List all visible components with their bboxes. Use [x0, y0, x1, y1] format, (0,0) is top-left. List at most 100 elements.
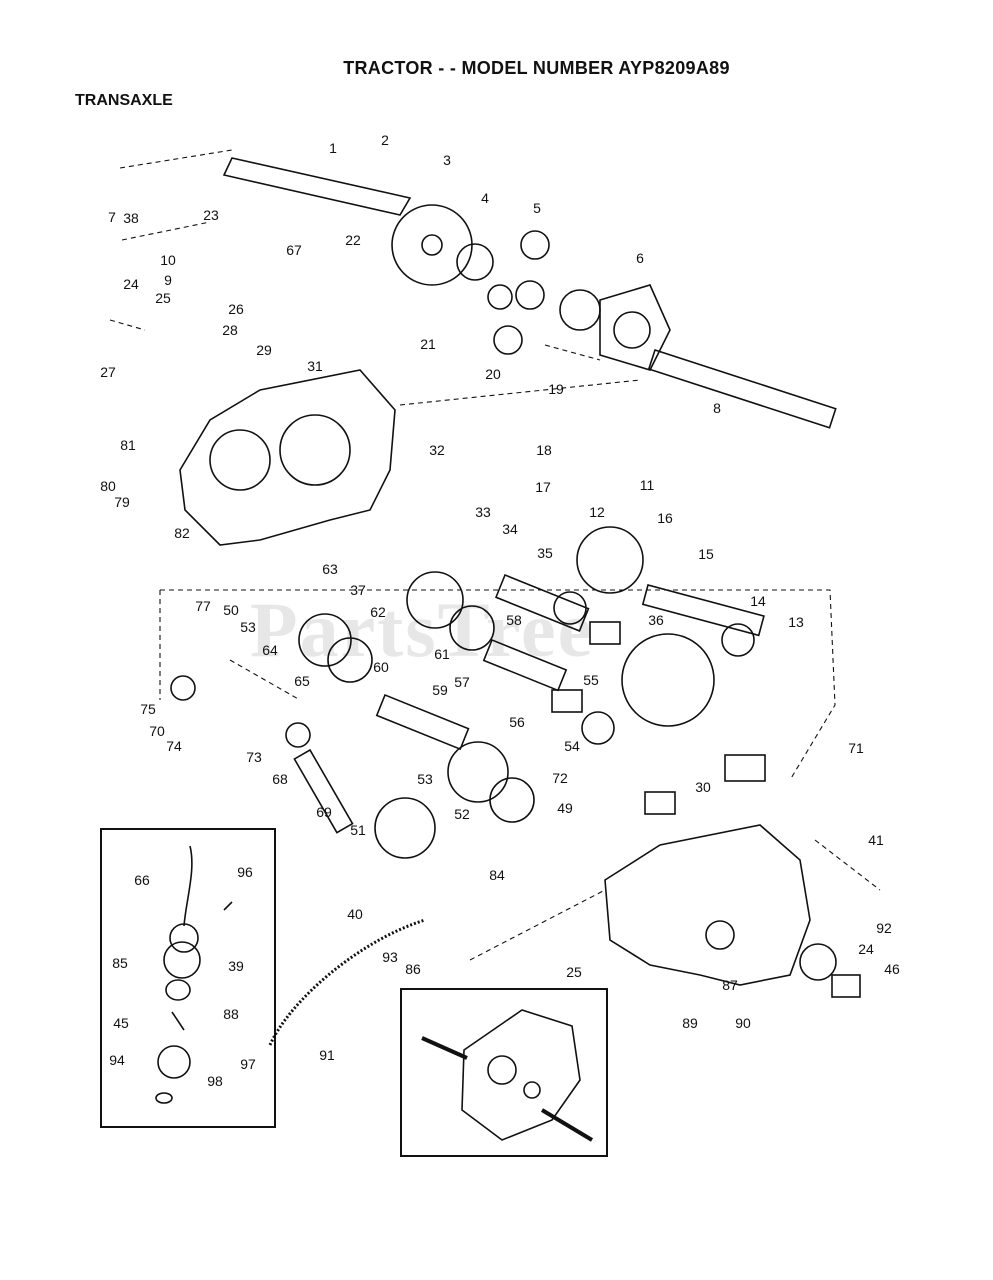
part-callout: 39 — [228, 958, 244, 974]
part-callout: 85 — [112, 955, 128, 971]
part-callout: 58 — [506, 612, 522, 628]
gear-part — [520, 230, 550, 260]
bushing-part — [551, 689, 583, 713]
part-callout: 53 — [417, 771, 433, 787]
part-callout: 25 — [566, 964, 582, 980]
part-callout: 73 — [246, 749, 262, 765]
shaft-part — [647, 348, 837, 429]
part-callout: 15 — [698, 546, 714, 562]
housing-part — [179, 369, 396, 546]
gear-part — [559, 289, 601, 331]
part-callout: 18 — [536, 442, 552, 458]
part-callout: 50 — [223, 602, 239, 618]
part-callout: 57 — [454, 674, 470, 690]
part-callout: 1 — [329, 140, 337, 156]
part-callout: 74 — [166, 738, 182, 754]
part-callout: 8 — [713, 400, 721, 416]
part-callout: 24 — [123, 276, 139, 292]
disc-part — [327, 637, 373, 683]
part-callout: 12 — [589, 504, 605, 520]
part-callout: 67 — [286, 242, 302, 258]
housing-part — [604, 824, 811, 986]
part-callout: 4 — [481, 190, 489, 206]
part-callout: 94 — [109, 1052, 125, 1068]
part-callout: 71 — [848, 740, 864, 756]
part-callout: 14 — [750, 593, 766, 609]
part-callout: 79 — [114, 494, 130, 510]
part-callout: 77 — [195, 598, 211, 614]
part-callout: 60 — [373, 659, 389, 675]
part-callout: 66 — [134, 872, 150, 888]
part-callout: 84 — [489, 867, 505, 883]
part-callout: 98 — [207, 1073, 223, 1089]
part-callout: 92 — [876, 920, 892, 936]
part-callout: 97 — [240, 1056, 256, 1072]
part-callout: 7 — [108, 209, 116, 225]
part-callout: 68 — [272, 771, 288, 787]
bearing-part — [613, 311, 651, 349]
gear-part — [447, 741, 509, 803]
part-callout: 29 — [256, 342, 272, 358]
part-callout: 52 — [454, 806, 470, 822]
part-callout: 21 — [420, 336, 436, 352]
gear-part — [621, 633, 715, 727]
part-callout: 28 — [222, 322, 238, 338]
shaft-part — [641, 584, 765, 637]
part-callout: 46 — [884, 961, 900, 977]
disc-part — [298, 613, 352, 667]
part-callout: 34 — [502, 521, 518, 537]
section-heading: TRANSAXLE — [75, 92, 173, 109]
shaft-part — [494, 573, 590, 633]
part-callout: 75 — [140, 701, 156, 717]
part-callout: 61 — [434, 646, 450, 662]
part-callout: 36 — [648, 612, 664, 628]
part-callout: 38 — [123, 210, 139, 226]
part-callout: 72 — [552, 770, 568, 786]
part-callout: 54 — [564, 738, 580, 754]
shift-assembly-drawing — [155, 845, 233, 1104]
part-callout: 88 — [223, 1006, 239, 1022]
gear-part — [170, 675, 196, 701]
part-callout: 27 — [100, 364, 116, 380]
part-callout: 80 — [100, 478, 116, 494]
part-callout: 62 — [370, 604, 386, 620]
part-callout: 24 — [858, 941, 874, 957]
part-callout: 93 — [382, 949, 398, 965]
part-callout: 9 — [164, 272, 172, 288]
gear-part — [449, 605, 495, 651]
gear-part — [515, 280, 545, 310]
part-callout: 20 — [485, 366, 501, 382]
part-callout: 23 — [203, 207, 219, 223]
part-callout: 59 — [432, 682, 448, 698]
part-callout: 87 — [722, 977, 738, 993]
part-callout: 5 — [533, 200, 541, 216]
part-callout: 25 — [155, 290, 171, 306]
transaxle-assembly-drawing — [421, 1009, 594, 1142]
part-callout: 26 — [228, 301, 244, 317]
bushing-part — [644, 791, 676, 815]
part-callout: 13 — [788, 614, 804, 630]
part-callout: 40 — [347, 906, 363, 922]
part-callout: 11 — [639, 477, 655, 493]
part-callout: 70 — [149, 723, 165, 739]
shaft-part — [293, 748, 354, 834]
gear-part — [456, 243, 494, 281]
bushing-part — [724, 754, 766, 782]
part-callout: 51 — [350, 822, 366, 838]
part-callout: 3 — [443, 152, 451, 168]
part-callout: 86 — [405, 961, 421, 977]
part-callout: 17 — [535, 479, 551, 495]
gear-part — [374, 797, 436, 859]
part-callout: 82 — [174, 525, 190, 541]
page-title: TRACTOR - - MODEL NUMBER AYP8209A89 — [343, 58, 730, 78]
part-callout: 89 — [682, 1015, 698, 1031]
shaft-part — [375, 693, 470, 751]
part-callout: 91 — [319, 1047, 335, 1063]
part-callout: 33 — [475, 504, 491, 520]
gear-part — [581, 711, 615, 745]
part-callout: 55 — [583, 672, 599, 688]
bushing-part — [589, 621, 621, 645]
gear-part — [489, 777, 535, 823]
part-callout: 64 — [262, 642, 278, 658]
